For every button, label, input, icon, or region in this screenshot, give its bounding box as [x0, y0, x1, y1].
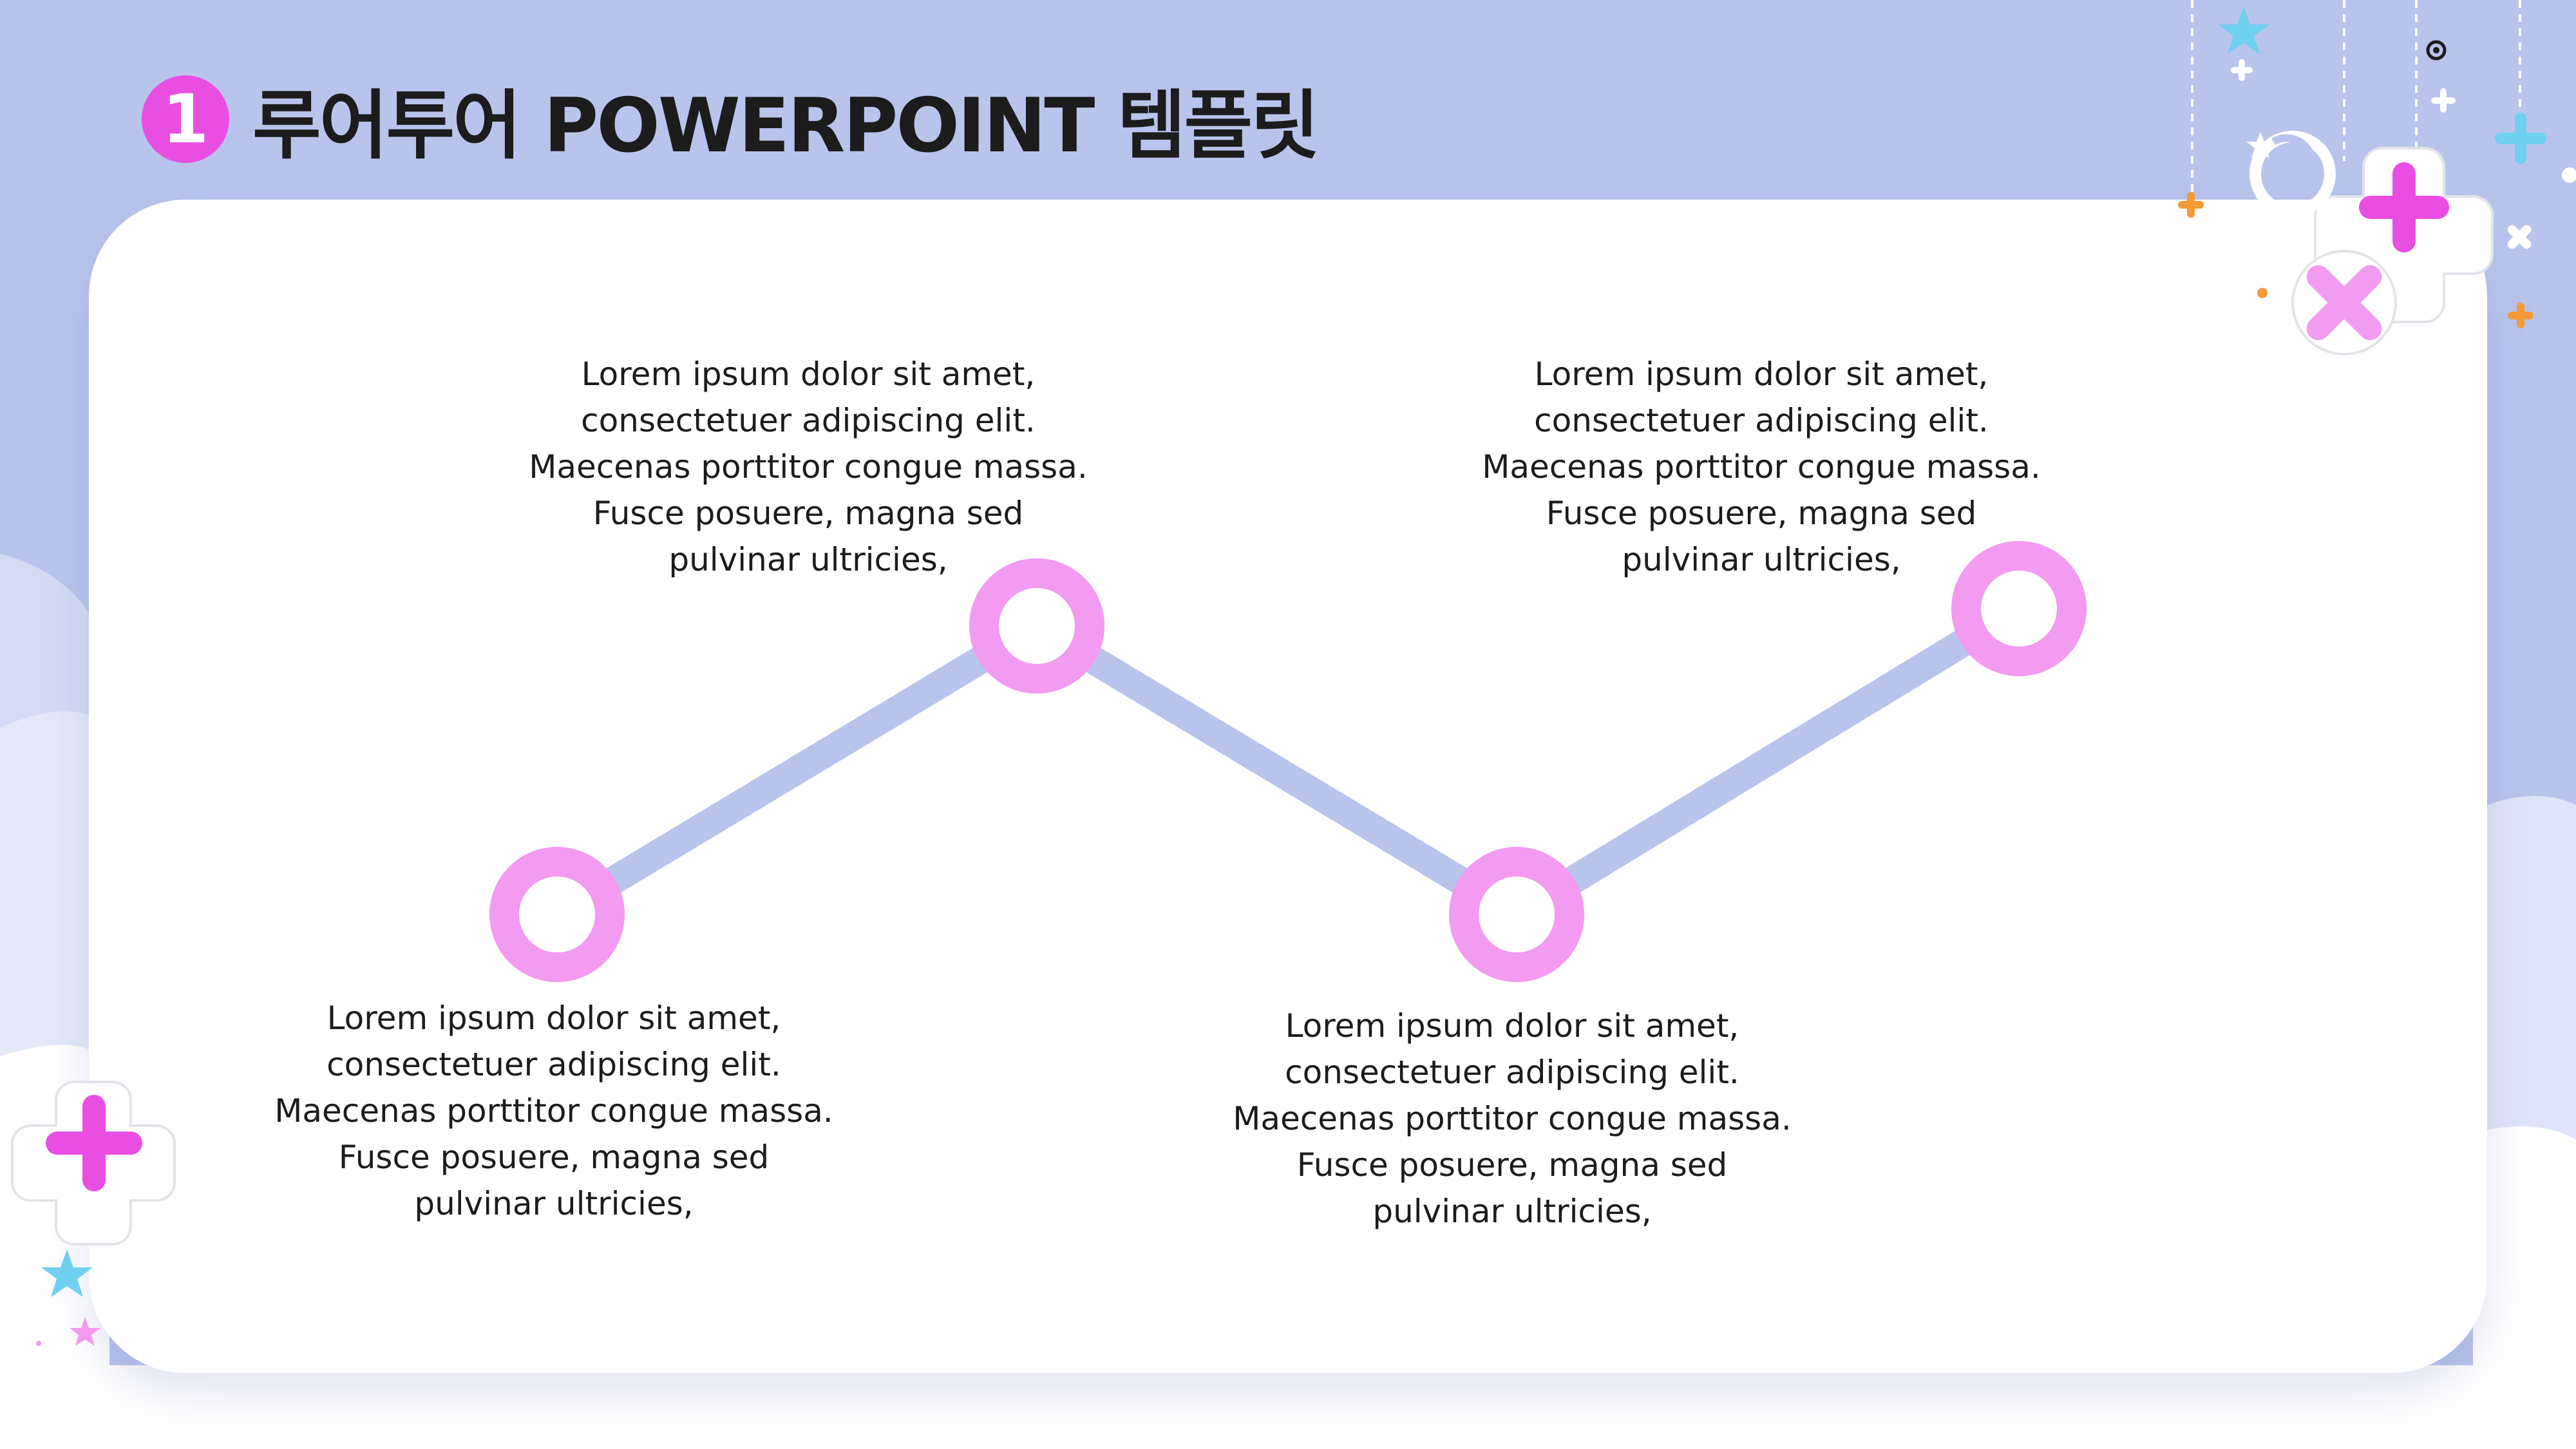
- text-line: Maecenas porttitor congue massa.: [529, 448, 1088, 486]
- text-line: consectetuer adipiscing elit.: [581, 402, 1036, 439]
- text-line: Fusce posuere, magna sed: [338, 1139, 770, 1176]
- timeline-text-4: Lorem ipsum dolor sit amet, consectetuer…: [1472, 351, 2051, 583]
- text-line: Maecenas porttitor congue massa.: [274, 1092, 833, 1130]
- timeline-connector: [1509, 596, 2027, 927]
- text-line: pulvinar ultricies,: [668, 541, 948, 578]
- timeline-node: [1951, 541, 2087, 676]
- timeline-node: [489, 847, 625, 982]
- slide-title: 루어투어 POWERPOINT 템플릿: [252, 82, 1320, 169]
- text-line: Lorem ipsum dolor sit amet,: [1534, 355, 1989, 393]
- text-line: consectetuer adipiscing elit.: [1285, 1054, 1739, 1091]
- timeline-text-3: Lorem ipsum dolor sit amet, consectetuer…: [1222, 1003, 1802, 1235]
- text-line: pulvinar ultricies,: [414, 1185, 694, 1222]
- timeline-connector: [1029, 614, 1524, 927]
- text-line: consectetuer adipiscing elit.: [1534, 402, 1989, 439]
- text-line: Fusce posuere, magna sed: [592, 495, 1024, 532]
- section-number-badge: 1: [142, 75, 229, 163]
- slide-header: 1 루어투어 POWERPOINT 템플릿: [142, 71, 1320, 169]
- text-line: Lorem ipsum dolor sit amet,: [327, 999, 781, 1037]
- text-line: Maecenas porttitor congue massa.: [1233, 1100, 1792, 1137]
- timeline-node: [969, 558, 1104, 694]
- text-line: Maecenas porttitor congue massa.: [1482, 448, 2041, 486]
- timeline-text-2: Lorem ipsum dolor sit amet, consectetuer…: [518, 351, 1098, 583]
- text-line: consectetuer adipiscing elit.: [327, 1046, 781, 1083]
- timeline-connector: [549, 614, 1045, 927]
- text-line: Fusce posuere, magna sed: [1546, 495, 1977, 532]
- timeline-text-1: Lorem ipsum dolor sit amet, consectetuer…: [264, 995, 844, 1227]
- text-line: pulvinar ultricies,: [1622, 541, 1901, 578]
- timeline-connectors: [549, 596, 2027, 927]
- timeline-node: [1449, 847, 1584, 982]
- text-line: pulvinar ultricies,: [1372, 1193, 1652, 1230]
- text-line: Fusce posuere, magna sed: [1296, 1146, 1728, 1184]
- text-line: Lorem ipsum dolor sit amet,: [581, 355, 1036, 393]
- text-line: Lorem ipsum dolor sit amet,: [1285, 1007, 1739, 1045]
